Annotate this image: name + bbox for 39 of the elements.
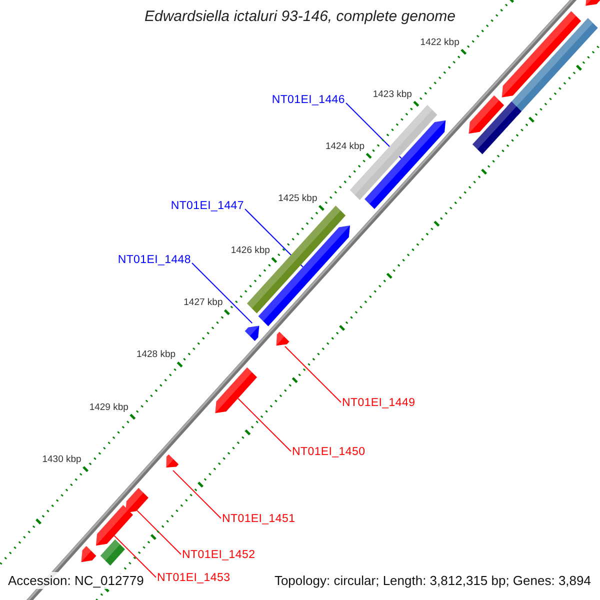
gene-block <box>166 454 179 468</box>
gene-block <box>81 546 96 562</box>
scale-label: 1426 kbp <box>230 244 270 256</box>
gene-label: NT01EI_1451 <box>222 513 296 525</box>
gene-block <box>125 488 148 513</box>
leader-line <box>192 262 253 324</box>
gene-block <box>364 120 446 209</box>
gene-label: NT01EI_1450 <box>292 446 366 458</box>
gene-block <box>472 101 522 154</box>
gene-label: NT01EI_1446 <box>272 94 345 106</box>
leader-line <box>172 470 222 519</box>
gene-block <box>502 11 582 98</box>
scale-label: 1427 kbp <box>184 296 223 308</box>
gene-block <box>100 539 125 566</box>
gene-label: NT01EI_1447 <box>170 200 244 212</box>
gene-block <box>96 504 134 546</box>
title: Edwardsiella ictaluri 93-146, complete genome <box>143 8 456 25</box>
scale-label: 1428 kbp <box>136 349 176 360</box>
gene-block <box>586 0 600 6</box>
gene-label: NT01EI_1453 <box>157 572 230 584</box>
gene-block <box>350 104 438 200</box>
scale-label: 1422 kbp <box>420 36 460 48</box>
leader-line <box>284 346 342 403</box>
gene-block <box>244 326 260 342</box>
leader-line <box>136 510 182 555</box>
scale-label: 1425 kbp <box>278 192 318 204</box>
genome-info-text: Topology: circular; Length: 3,812,315 bp; Genes: 3,894 <box>274 573 591 588</box>
gene-block <box>276 332 290 346</box>
scale-label: 1429 kbp <box>89 402 128 413</box>
leader-line <box>237 398 292 452</box>
leader-line <box>114 535 156 578</box>
scale-label: 1430 kbp <box>42 454 82 465</box>
gene-block <box>215 367 258 414</box>
gene-block <box>468 95 504 134</box>
scale-label: 1423 kbp <box>372 88 412 100</box>
scale-label: 1424 kbp <box>325 140 365 152</box>
gene-label: NT01EI_1448 <box>118 254 191 266</box>
gene-label: NT01EI_1452 <box>182 549 256 561</box>
gene-label: NT01EI_1449 <box>342 397 416 409</box>
